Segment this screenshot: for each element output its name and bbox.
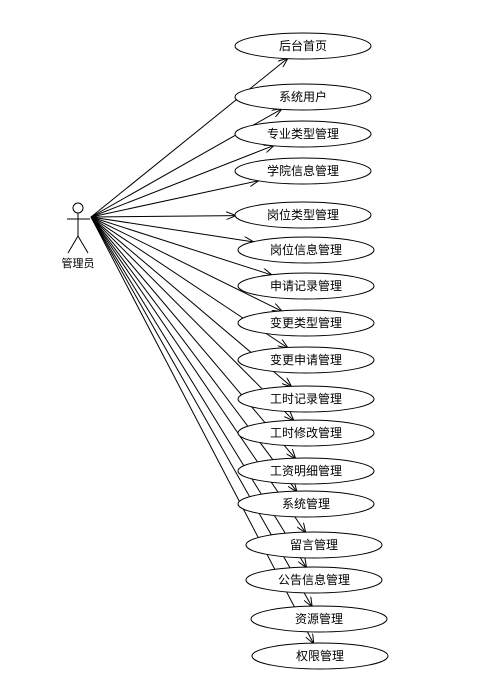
use-case-label: 公告信息管理 (278, 572, 350, 587)
use-case: 公告信息管理 (245, 566, 383, 594)
use-case: 变更申请管理 (237, 346, 375, 374)
use-case-label: 变更类型管理 (270, 315, 342, 330)
association-line (90, 181, 258, 218)
use-case-label: 后台首页 (279, 38, 327, 53)
actor-label: 管理员 (62, 256, 95, 270)
actor-icon (67, 202, 90, 254)
association-line (90, 216, 281, 311)
use-case-ellipse (234, 120, 372, 148)
association-line (90, 216, 296, 491)
association-line (90, 59, 287, 218)
use-case-ellipse (251, 642, 389, 670)
association-line (90, 146, 273, 218)
association-line (90, 216, 305, 532)
use-case: 变更类型管理 (237, 309, 375, 337)
use-case-ellipse (237, 272, 375, 300)
use-case-label: 岗位类型管理 (267, 207, 339, 222)
use-case-label: 申请记录管理 (270, 278, 342, 293)
associations (90, 59, 313, 644)
use-case: 系统管理 (237, 490, 375, 518)
use-case: 专业类型管理 (234, 120, 372, 148)
association-line (90, 216, 295, 458)
use-case-ellipse (237, 236, 375, 264)
use-case-label: 变更申请管理 (270, 352, 342, 367)
use-case: 系统用户 (234, 83, 372, 111)
use-case-ellipse (234, 157, 372, 185)
use-case: 后台首页 (234, 32, 372, 60)
use-case: 留言管理 (245, 531, 383, 559)
use-case-ellipse (237, 346, 375, 374)
use-case: 工资明细管理 (237, 457, 375, 485)
use-case: 资源管理 (250, 605, 388, 633)
use-case-ellipse (237, 309, 375, 337)
use-case-ellipse (245, 566, 383, 594)
use-case: 岗位信息管理 (237, 236, 375, 264)
use-case-label: 资源管理 (295, 611, 343, 626)
use-cases: 后台首页系统用户专业类型管理学院信息管理岗位类型管理岗位信息管理申请记录管理变更… (234, 32, 389, 670)
use-case: 工时修改管理 (237, 419, 375, 447)
use-case-ellipse (237, 385, 375, 413)
association-line (90, 216, 253, 242)
use-case: 权限管理 (251, 642, 389, 670)
use-case: 岗位类型管理 (234, 201, 372, 229)
use-case-label: 权限管理 (296, 648, 344, 663)
use-case-label: 系统用户 (279, 89, 327, 104)
use-case-ellipse (234, 32, 372, 60)
association-line (90, 216, 293, 420)
use-case: 申请记录管理 (237, 272, 375, 300)
use-case-ellipse (245, 531, 383, 559)
actor: 管理员 (62, 202, 95, 270)
use-case-label: 专业类型管理 (267, 126, 339, 141)
use-case-ellipse (237, 490, 375, 518)
use-case-ellipse (250, 605, 388, 633)
use-case-ellipse (234, 83, 372, 111)
association-line (90, 216, 271, 275)
use-case-label: 留言管理 (290, 537, 338, 552)
use-case-label: 岗位信息管理 (270, 242, 342, 257)
use-case-label: 系统管理 (282, 496, 330, 511)
use-case-ellipse (237, 457, 375, 485)
use-case-ellipse (234, 201, 372, 229)
use-case-label: 工时修改管理 (270, 425, 342, 440)
use-case: 学院信息管理 (234, 157, 372, 185)
use-case: 工时记录管理 (237, 385, 375, 413)
use-case-label: 学院信息管理 (267, 163, 339, 178)
use-case-ellipse (237, 419, 375, 447)
association-line (90, 216, 235, 217)
use-case-label: 工资明细管理 (270, 463, 342, 478)
use-case-label: 工时记录管理 (270, 391, 342, 406)
